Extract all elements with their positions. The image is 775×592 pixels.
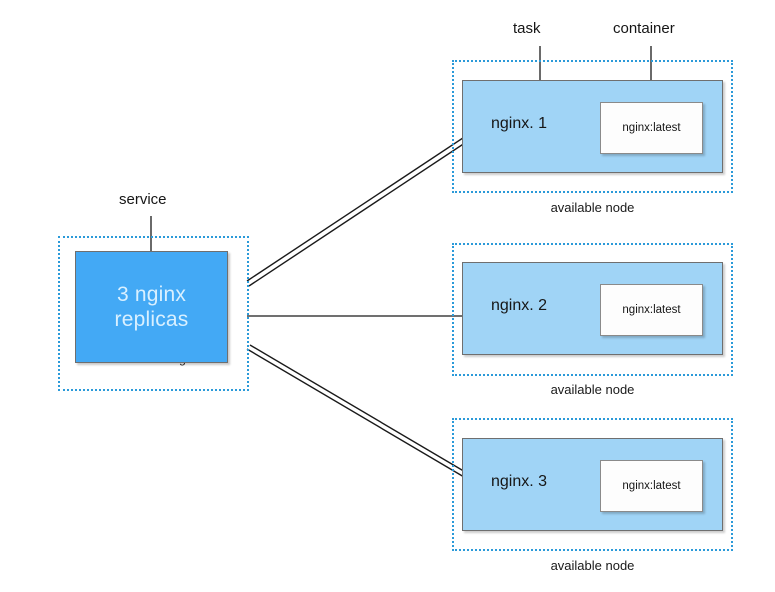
- node-boundary-1: [452, 60, 733, 193]
- task-label-2: nginx. 2: [491, 297, 548, 314]
- service-replicas-line-2: replicas: [114, 308, 189, 331]
- container-box-1[interactable]: nginx:latest: [600, 102, 703, 154]
- container-image-label-2: nginx:latest: [622, 304, 681, 316]
- arrow-service-to-node-1: [246, 125, 484, 287]
- arrow-service-to-node-3: [246, 344, 485, 488]
- container-box-3[interactable]: nginx:latest: [600, 460, 703, 512]
- service-replicas-line-1: 3 nginx: [116, 283, 187, 306]
- node-box-1[interactable]: nginx. 1 nginx:latest: [462, 80, 723, 173]
- callout-service: service: [119, 191, 167, 208]
- service-box[interactable]: 3 nginx replicas: [75, 251, 228, 363]
- node-box-3[interactable]: nginx. 3 nginx:latest: [462, 438, 723, 531]
- container-image-label-1: nginx:latest: [622, 122, 681, 134]
- service-replicas-label: 3 nginx replicas: [115, 282, 189, 332]
- node-box-2[interactable]: nginx. 2 nginx:latest: [462, 262, 723, 355]
- node-caption-3: available node: [550, 558, 635, 573]
- node-caption-2: available node: [550, 382, 635, 397]
- task-label-1: nginx. 1: [491, 115, 548, 132]
- container-box-2[interactable]: nginx:latest: [600, 284, 703, 336]
- callout-container: container: [613, 20, 675, 37]
- task-label-3: nginx. 3: [491, 473, 548, 490]
- callout-task: task: [513, 20, 541, 37]
- container-image-label-3: nginx:latest: [622, 480, 681, 492]
- node-caption-1: available node: [550, 200, 635, 215]
- node-boundary-3: [452, 418, 733, 551]
- node-boundary-2: [452, 243, 733, 376]
